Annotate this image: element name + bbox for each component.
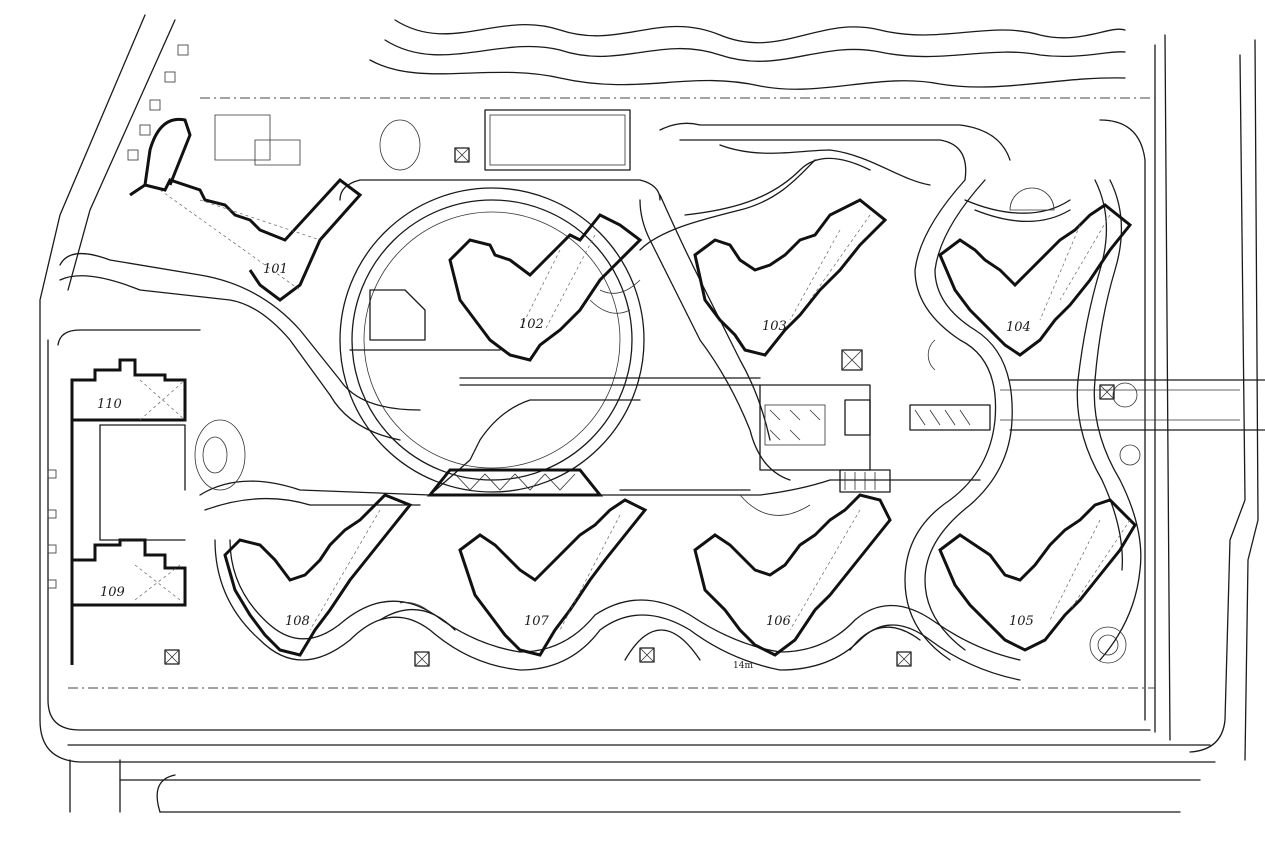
building-107-label: 107: [524, 614, 550, 629]
building-labels: 101 102 103 104 105 106 107 108 109 110 …: [97, 262, 1034, 671]
west-lots: [47, 44, 301, 589]
east-entrance-road: [1000, 379, 1265, 431]
roof-diagonals: [134, 189, 1131, 631]
building-outlines: [70, 117, 1137, 665]
parking-block: [759, 384, 991, 493]
building-106-label: 106: [766, 614, 791, 629]
building-109-label: 109: [100, 585, 125, 600]
building-108-label: 108: [285, 614, 310, 629]
river-edge: [369, 19, 1126, 90]
building-101-label: 101: [263, 262, 288, 277]
building-110-label: 110: [97, 397, 122, 412]
building-103-label: 103: [762, 319, 787, 334]
southern-path: [214, 539, 1021, 681]
site-perimeter: [47, 119, 1151, 731]
building-105-label: 105: [1009, 614, 1034, 629]
dimension-mark: 14m: [733, 661, 753, 671]
building-104-label: 104: [1006, 320, 1031, 335]
central-plaza: [339, 179, 761, 497]
boundary-roads: [39, 14, 1259, 813]
utility-boxes: [164, 147, 1115, 667]
clubhouse: [484, 109, 631, 171]
building-102-label: 102: [519, 317, 544, 332]
gardens: [194, 119, 1141, 664]
